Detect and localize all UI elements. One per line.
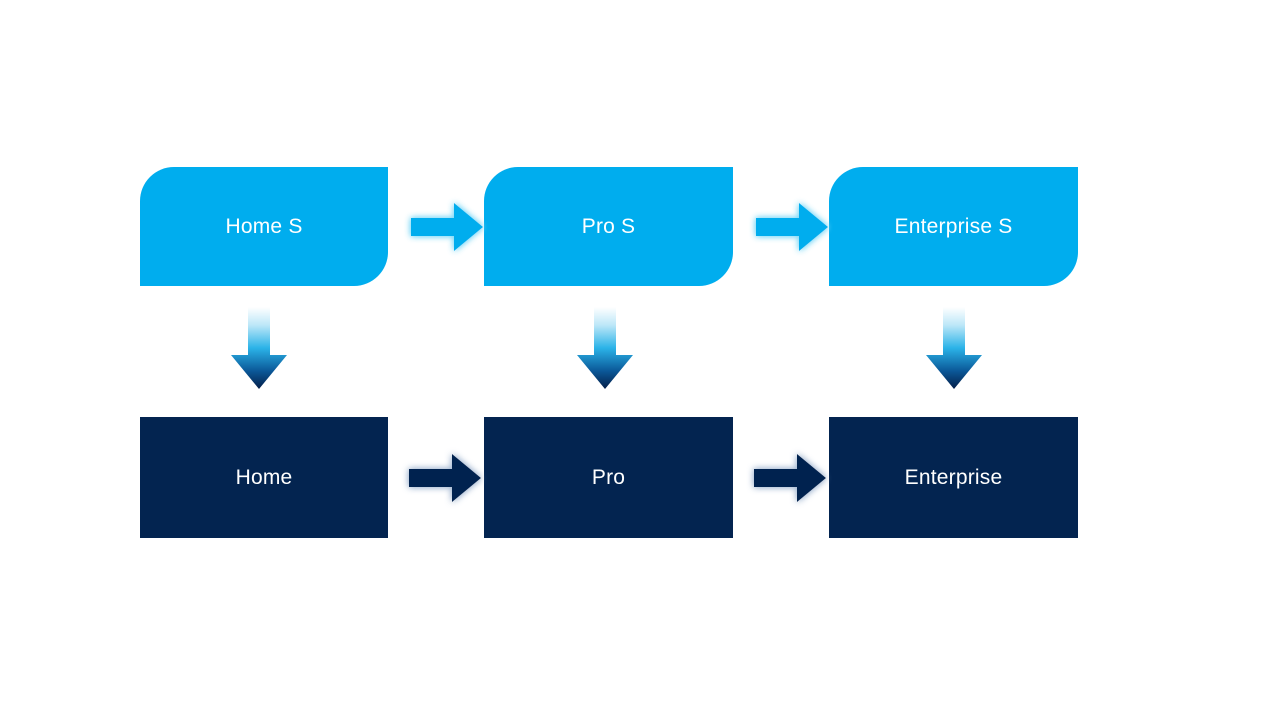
node-enterprise-s[interactable]: Enterprise S <box>829 167 1078 286</box>
node-enterprise-label: Enterprise <box>904 465 1003 489</box>
node-enterprise-s-label: Enterprise S <box>894 214 1013 238</box>
arrow-home-s-to-home-icon <box>225 305 293 393</box>
node-home[interactable]: Home <box>140 417 388 538</box>
node-pro-s-label: Pro S <box>581 214 636 238</box>
node-home-label: Home <box>235 465 293 489</box>
node-enterprise[interactable]: Enterprise <box>829 417 1078 538</box>
arrow-home-s-to-pro-s-icon <box>402 195 492 259</box>
node-pro-s[interactable]: Pro S <box>484 167 733 286</box>
arrow-enterprise-s-to-enterprise-icon <box>920 305 988 393</box>
arrow-pro-s-to-enterprise-s-icon <box>747 195 837 259</box>
arrow-pro-s-to-pro-icon <box>571 305 639 393</box>
node-pro-label: Pro <box>591 465 626 489</box>
arrow-pro-to-enterprise-icon <box>745 446 835 510</box>
node-home-s[interactable]: Home S <box>140 167 388 286</box>
node-home-s-label: Home S <box>225 214 303 238</box>
arrow-home-to-pro-icon <box>400 446 490 510</box>
node-pro[interactable]: Pro <box>484 417 733 538</box>
